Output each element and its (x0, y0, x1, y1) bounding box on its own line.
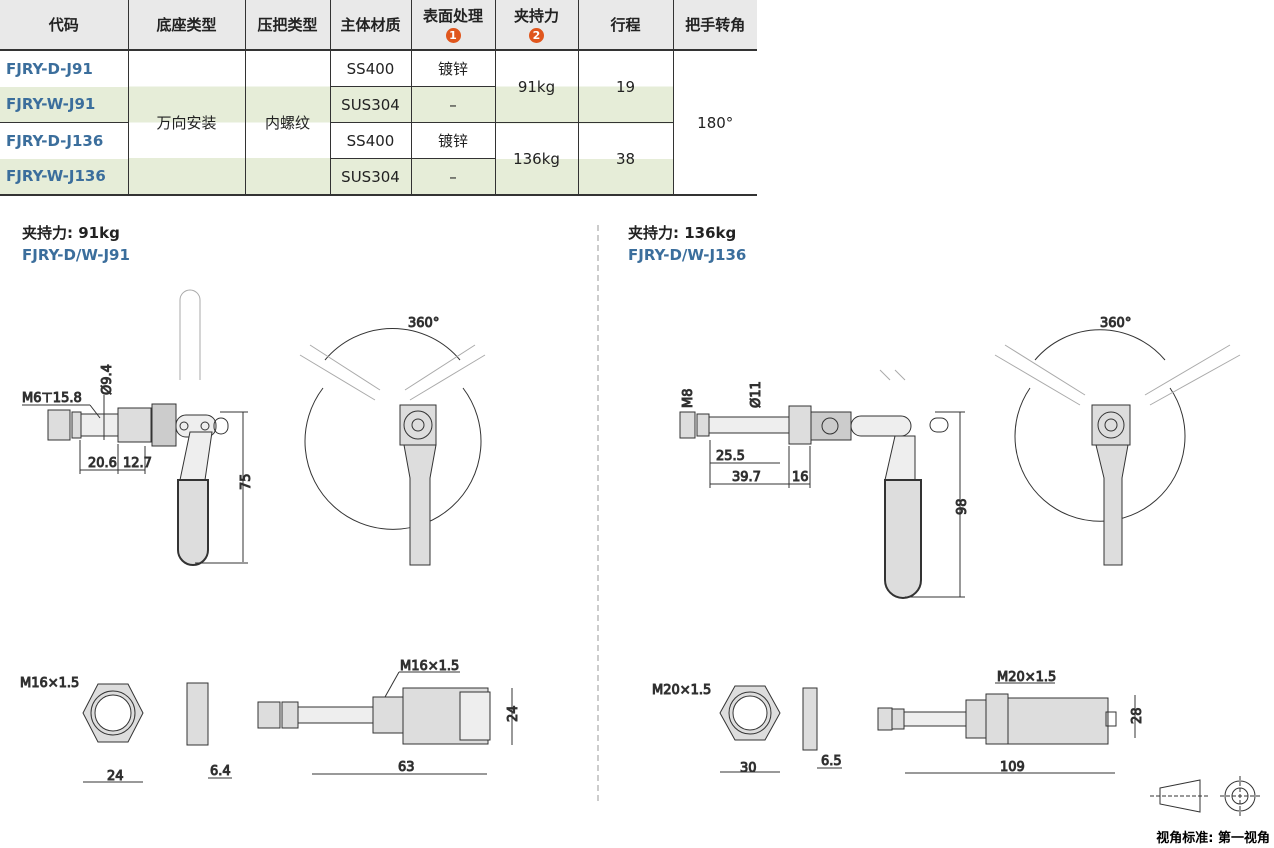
spec-table: 代码 底座类型 压把类型 主体材质 表面处理 1 夹持力 2 行程 把手转角 FJR… (0, 0, 757, 196)
handle-type-cell: 内螺纹 (244, 50, 330, 195)
dim-nut-width: 24 (107, 769, 124, 784)
header-force-label: 夹持力 (513, 6, 559, 25)
dim-nut-thickness: 6.5 (821, 754, 842, 769)
left-force-label: 夹持力: 91kg (22, 224, 120, 242)
dim-thread: M8 (681, 389, 696, 409)
surface-cell: – (410, 86, 495, 123)
code-cell: FJRY-W-J91 (0, 86, 128, 123)
header-force: 夹持力 2 (494, 0, 578, 50)
right-rotation-view: 360° (994, 316, 1241, 566)
first-angle-projection-icon (1150, 776, 1260, 816)
material-cell: SS400 (329, 50, 411, 87)
surface-cell: 镀锌 (410, 50, 495, 87)
dim-nut-thread: M20×1.5 (652, 683, 711, 698)
dim-nut-width: 30 (740, 761, 757, 776)
force-cell: 91kg (494, 50, 578, 123)
projection-standard: 视角标准: 第一视角 (1156, 831, 1270, 846)
angle-cell: 180° (672, 50, 757, 195)
table-row: FJRY-D-J136 SS400 镀锌 136kg 38 (0, 122, 757, 195)
dim-nut-thread: M16×1.5 (20, 676, 79, 691)
left-rotation-view: 360° (299, 316, 486, 566)
dim-d1: 20.6 (88, 456, 117, 471)
dim-d3: 16 (792, 470, 809, 485)
stroke-cell: 38 (577, 122, 673, 195)
material-cell: SUS304 (329, 158, 411, 195)
header-base: 底座类型 (127, 0, 245, 50)
dim-height: 98 (955, 498, 970, 515)
table-row: FJRY-D-J91 万向安装 内螺纹 SS400 镀锌 91kg 19 180… (0, 50, 757, 195)
dim-length: 109 (1000, 760, 1025, 775)
table-row: FJRY-W-J91 SUS304 – (0, 86, 757, 123)
ghost-handle (179, 289, 201, 380)
left-side-view: 75 M6⊤15.8 Ø9.4 20.6 12.7 (22, 289, 255, 566)
dim-d1: 25.5 (716, 449, 745, 464)
stroke-cell: 19 (577, 50, 673, 123)
header-handle: 压把类型 (244, 0, 330, 50)
dim-height: 75 (239, 473, 254, 490)
rotation-arc (304, 387, 482, 530)
note-badge-1: 1 (445, 27, 461, 43)
left-bottom-views: M16×1.5 24 6.4 M16×1.5 63 24 (20, 659, 522, 785)
dim-d2: 12.7 (123, 456, 152, 471)
dim-side-thread: M20×1.5 (997, 670, 1056, 685)
dim-rotation: 360° (1100, 316, 1131, 331)
left-title: 夹持力: 91kg FJRY-D/W-J91 (22, 222, 130, 264)
header-surface-label: 表面处理 (422, 6, 483, 25)
dim-d2: 39.7 (732, 470, 761, 485)
table-header: 代码 底座类型 压把类型 主体材质 表面处理 1 夹持力 2 行程 把手转角 (0, 0, 757, 50)
material-cell: SUS304 (329, 86, 411, 123)
code-cell: FJRY-D-J136 (0, 122, 128, 159)
dim-rotation: 360° (408, 316, 439, 331)
dim-dia: Ø11 (749, 381, 764, 408)
right-side-view: 98 M8 Ø11 25.5 39.7 16 (679, 369, 971, 599)
note-badge-2: 2 (529, 27, 544, 43)
dim-body-height: 24 (506, 705, 521, 722)
dim-nut-thickness: 6.4 (210, 764, 231, 779)
header-stroke: 行程 (577, 0, 673, 50)
header-code: 代码 (0, 0, 128, 50)
force-cell: 136kg (494, 122, 578, 195)
right-bottom-views: M20×1.5 30 6.5 M20×1.5 109 28 (652, 670, 1146, 777)
header-material: 主体材质 (329, 0, 411, 50)
code-cell: FJRY-D-J91 (6, 59, 93, 78)
surface-cell: – (410, 158, 495, 195)
surface-cell: 镀锌 (410, 122, 495, 159)
right-force-label: 夹持力: 136kg (628, 224, 737, 242)
material-cell: SS400 (329, 122, 411, 159)
table-row: FJRY-W-J136 SUS304 – (0, 158, 757, 195)
header-surface: 表面处理 1 (410, 0, 495, 50)
header-angle: 把手转角 (672, 0, 757, 50)
left-models: FJRY-D/W-J91 (22, 246, 130, 264)
dim-thread: M6⊤15.8 (22, 391, 82, 406)
dim-body-height: 28 (1130, 707, 1145, 724)
right-models: FJRY-D/W-J136 (628, 246, 747, 264)
dim-side-thread: M16×1.5 (400, 659, 459, 674)
base-type-cell: 万向安装 (127, 50, 245, 195)
dim-dia: Ø9.4 (100, 364, 115, 395)
right-title: 夹持力: 136kg FJRY-D/W-J136 (628, 222, 746, 264)
code-cell: FJRY-W-J136 (0, 158, 128, 195)
dim-length: 63 (398, 760, 415, 775)
